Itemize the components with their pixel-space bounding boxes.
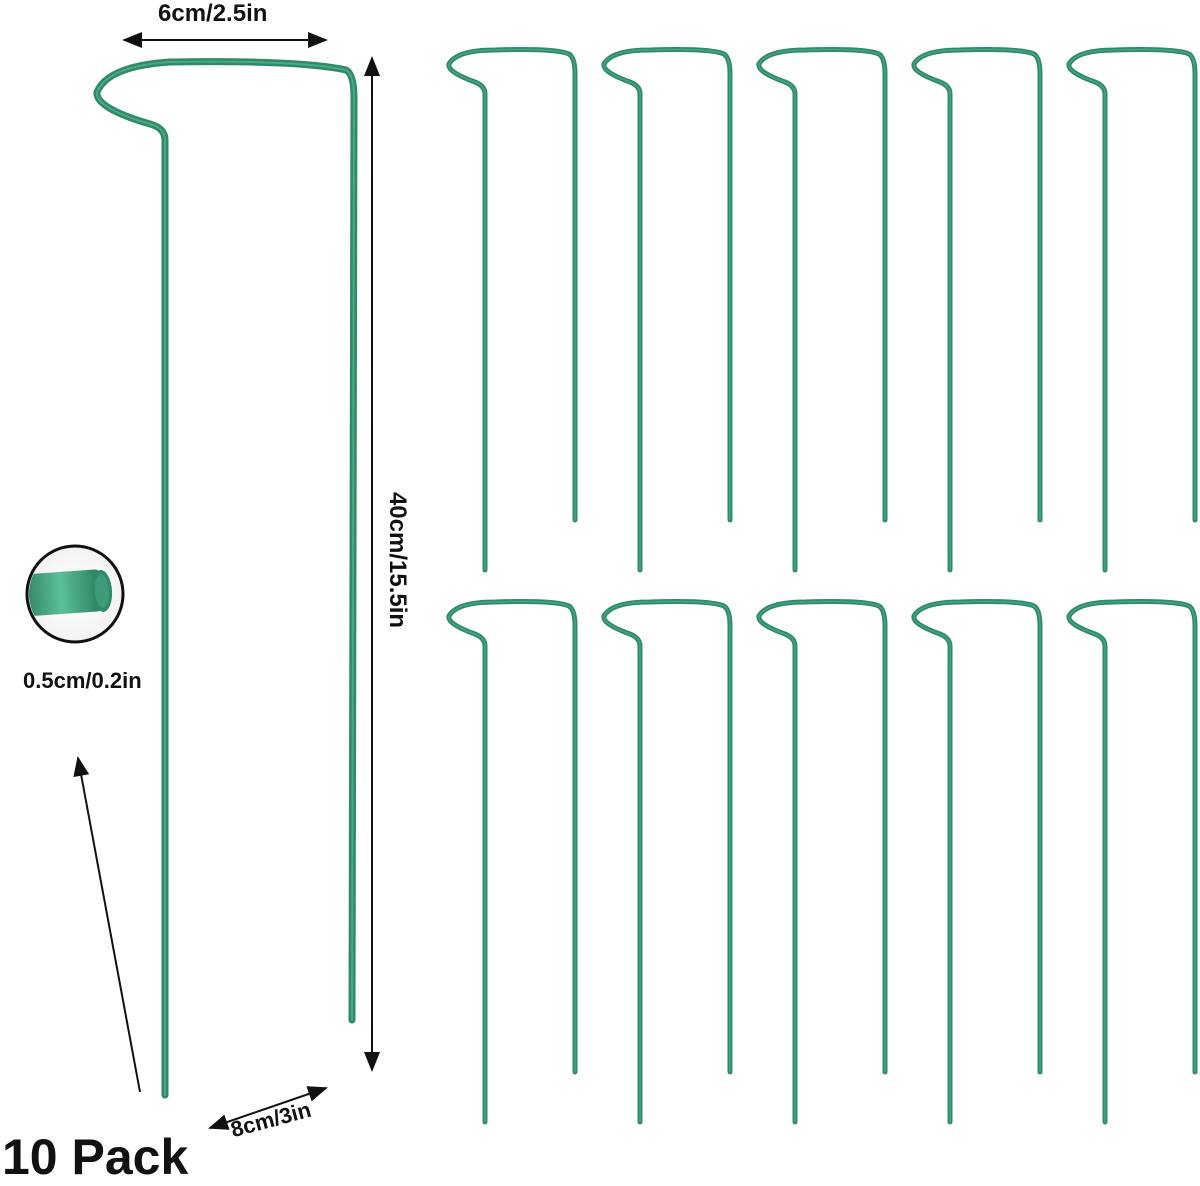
depth-dimension-arrow bbox=[208, 1086, 328, 1130]
small-stake bbox=[756, 599, 888, 1125]
small-stake bbox=[601, 599, 733, 1125]
pointer-arrow bbox=[73, 756, 141, 1093]
small-stake bbox=[1066, 47, 1198, 573]
small-stake bbox=[911, 47, 1043, 573]
large-stake bbox=[93, 58, 358, 1099]
small-stake bbox=[601, 47, 733, 573]
pack-count-label: 10 Pack bbox=[2, 1129, 189, 1185]
width-label: 6cm/2.5in bbox=[158, 0, 268, 27]
wire-diameter-lens bbox=[25, 544, 125, 644]
small-stake bbox=[756, 47, 888, 573]
small-stake bbox=[446, 599, 578, 1125]
small-stake bbox=[1066, 599, 1198, 1125]
small-stake bbox=[911, 599, 1043, 1125]
wire-diameter-label: 0.5cm/0.2in bbox=[23, 668, 142, 693]
height-label: 40cm/15.5in bbox=[384, 491, 411, 629]
small-stakes-grid bbox=[446, 47, 1198, 1125]
small-stake bbox=[446, 47, 578, 573]
